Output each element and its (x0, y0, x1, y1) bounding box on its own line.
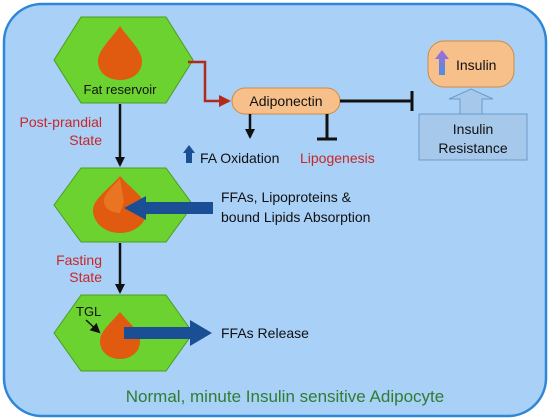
fa-oxidation-label: FA Oxidation (200, 150, 279, 166)
post-prandial-state-label-2: State (69, 132, 102, 148)
insulin-label: Insulin (456, 57, 496, 73)
up-arrow-icon (435, 50, 449, 75)
tgl-label: TGL (76, 304, 101, 319)
adiponectin-node: Adiponectin (231, 87, 341, 115)
release-cell: TGL (53, 294, 194, 372)
insulin-node: Insulin (427, 40, 515, 88)
absorption-label-1: FFAs, Lipoproteins & (221, 189, 352, 205)
absorption-label-2: bound Lipids Absorption (221, 209, 370, 225)
footer-title: Normal, minute Insulin sensitive Adipocy… (126, 387, 444, 406)
droplet-highlight (104, 178, 124, 213)
absorption-cell (53, 167, 194, 243)
release-arrow (124, 320, 212, 346)
droplet-icon (100, 312, 140, 359)
adiponectin-label: Adiponectin (249, 93, 322, 109)
fat-to-adiponectin-arrow (188, 60, 231, 107)
ffas-release-label: FFAs Release (221, 325, 309, 341)
post-prandial-state-label-1: Post-prandial (20, 114, 103, 130)
absorption-arrow (124, 196, 213, 220)
droplet-icon (98, 26, 142, 80)
tgl-pointer-arrow (85, 319, 101, 334)
lipogenesis-label: Lipogenesis (300, 150, 375, 166)
resistance-up-arrow (448, 88, 494, 115)
up-arrow-icon (183, 145, 195, 163)
fat-reservoir-cell: Fat reservoir (53, 16, 194, 104)
insulin-resistance-box (418, 113, 528, 161)
fat-reservoir-label: Fat reservoir (84, 82, 158, 97)
insulin-resistance-label-2: Resistance (438, 140, 507, 156)
insulin-box (427, 40, 515, 88)
fasting-state-label-2: State (69, 269, 102, 285)
fasting-state-label-1: Fasting (56, 252, 102, 268)
insulin-resistance-label-1: Insulin (453, 121, 493, 137)
insulin-resistance-node: Insulin Resistance (418, 113, 528, 161)
